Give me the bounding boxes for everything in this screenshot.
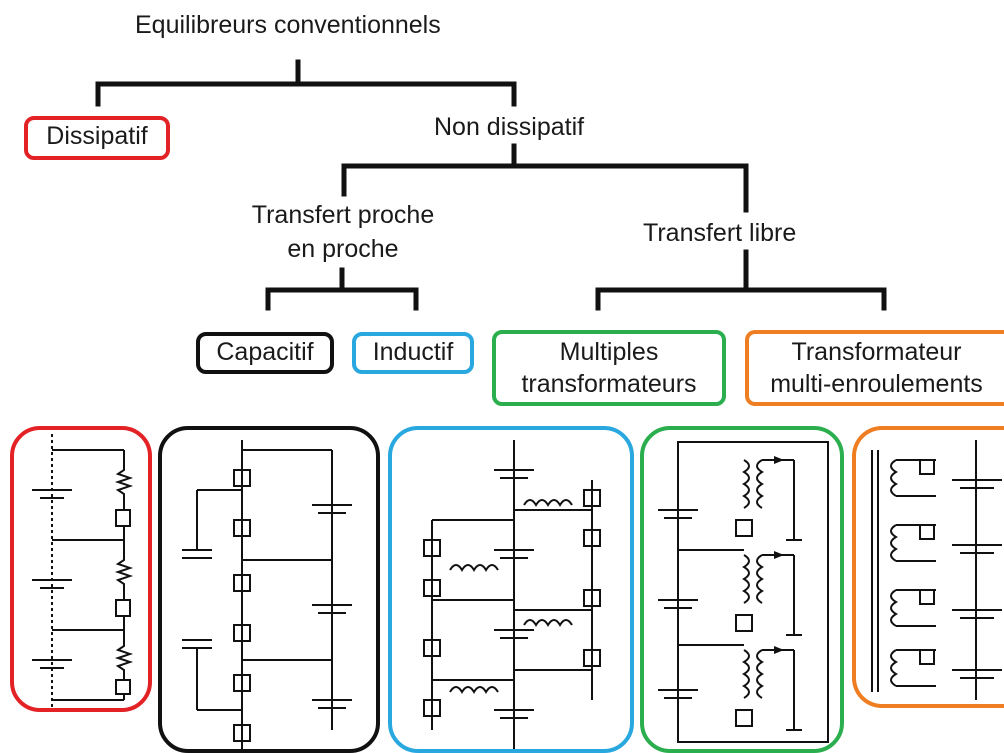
node-transfo-line1: Transformateur [791,338,962,366]
node-dissipatif: Dissipatif [24,116,170,160]
node-transfert-proche-line1: Transfert proche [251,201,435,229]
node-transfo-line2: multi-enroulements [770,370,983,398]
diagram-title: Equilibreurs conventionnels [135,11,441,39]
multi-winding-transformer-circuit-icon [852,426,1004,708]
node-transfert-proche-line2: en proche [287,235,399,263]
node-inductif: Inductif [352,332,474,374]
node-multiples-transformateurs: Multiples transformateurs [492,330,726,406]
inductor-circuit-icon [388,426,634,753]
dissipative-resistor-circuit-icon [10,426,152,712]
node-multiples-line2: transformateurs [521,370,697,398]
node-capacitif: Capacitif [196,332,334,374]
switched-capacitor-circuit-icon [158,426,380,753]
node-multiples-line1: Multiples [559,338,659,366]
node-transfert-libre: Transfert libre [643,219,797,247]
node-transformateur-multi-enroulements: Transformateur multi-enroulements [745,330,1004,406]
multi-transformer-circuit-icon [640,426,844,753]
node-non-dissipatif: Non dissipatif [434,113,585,141]
